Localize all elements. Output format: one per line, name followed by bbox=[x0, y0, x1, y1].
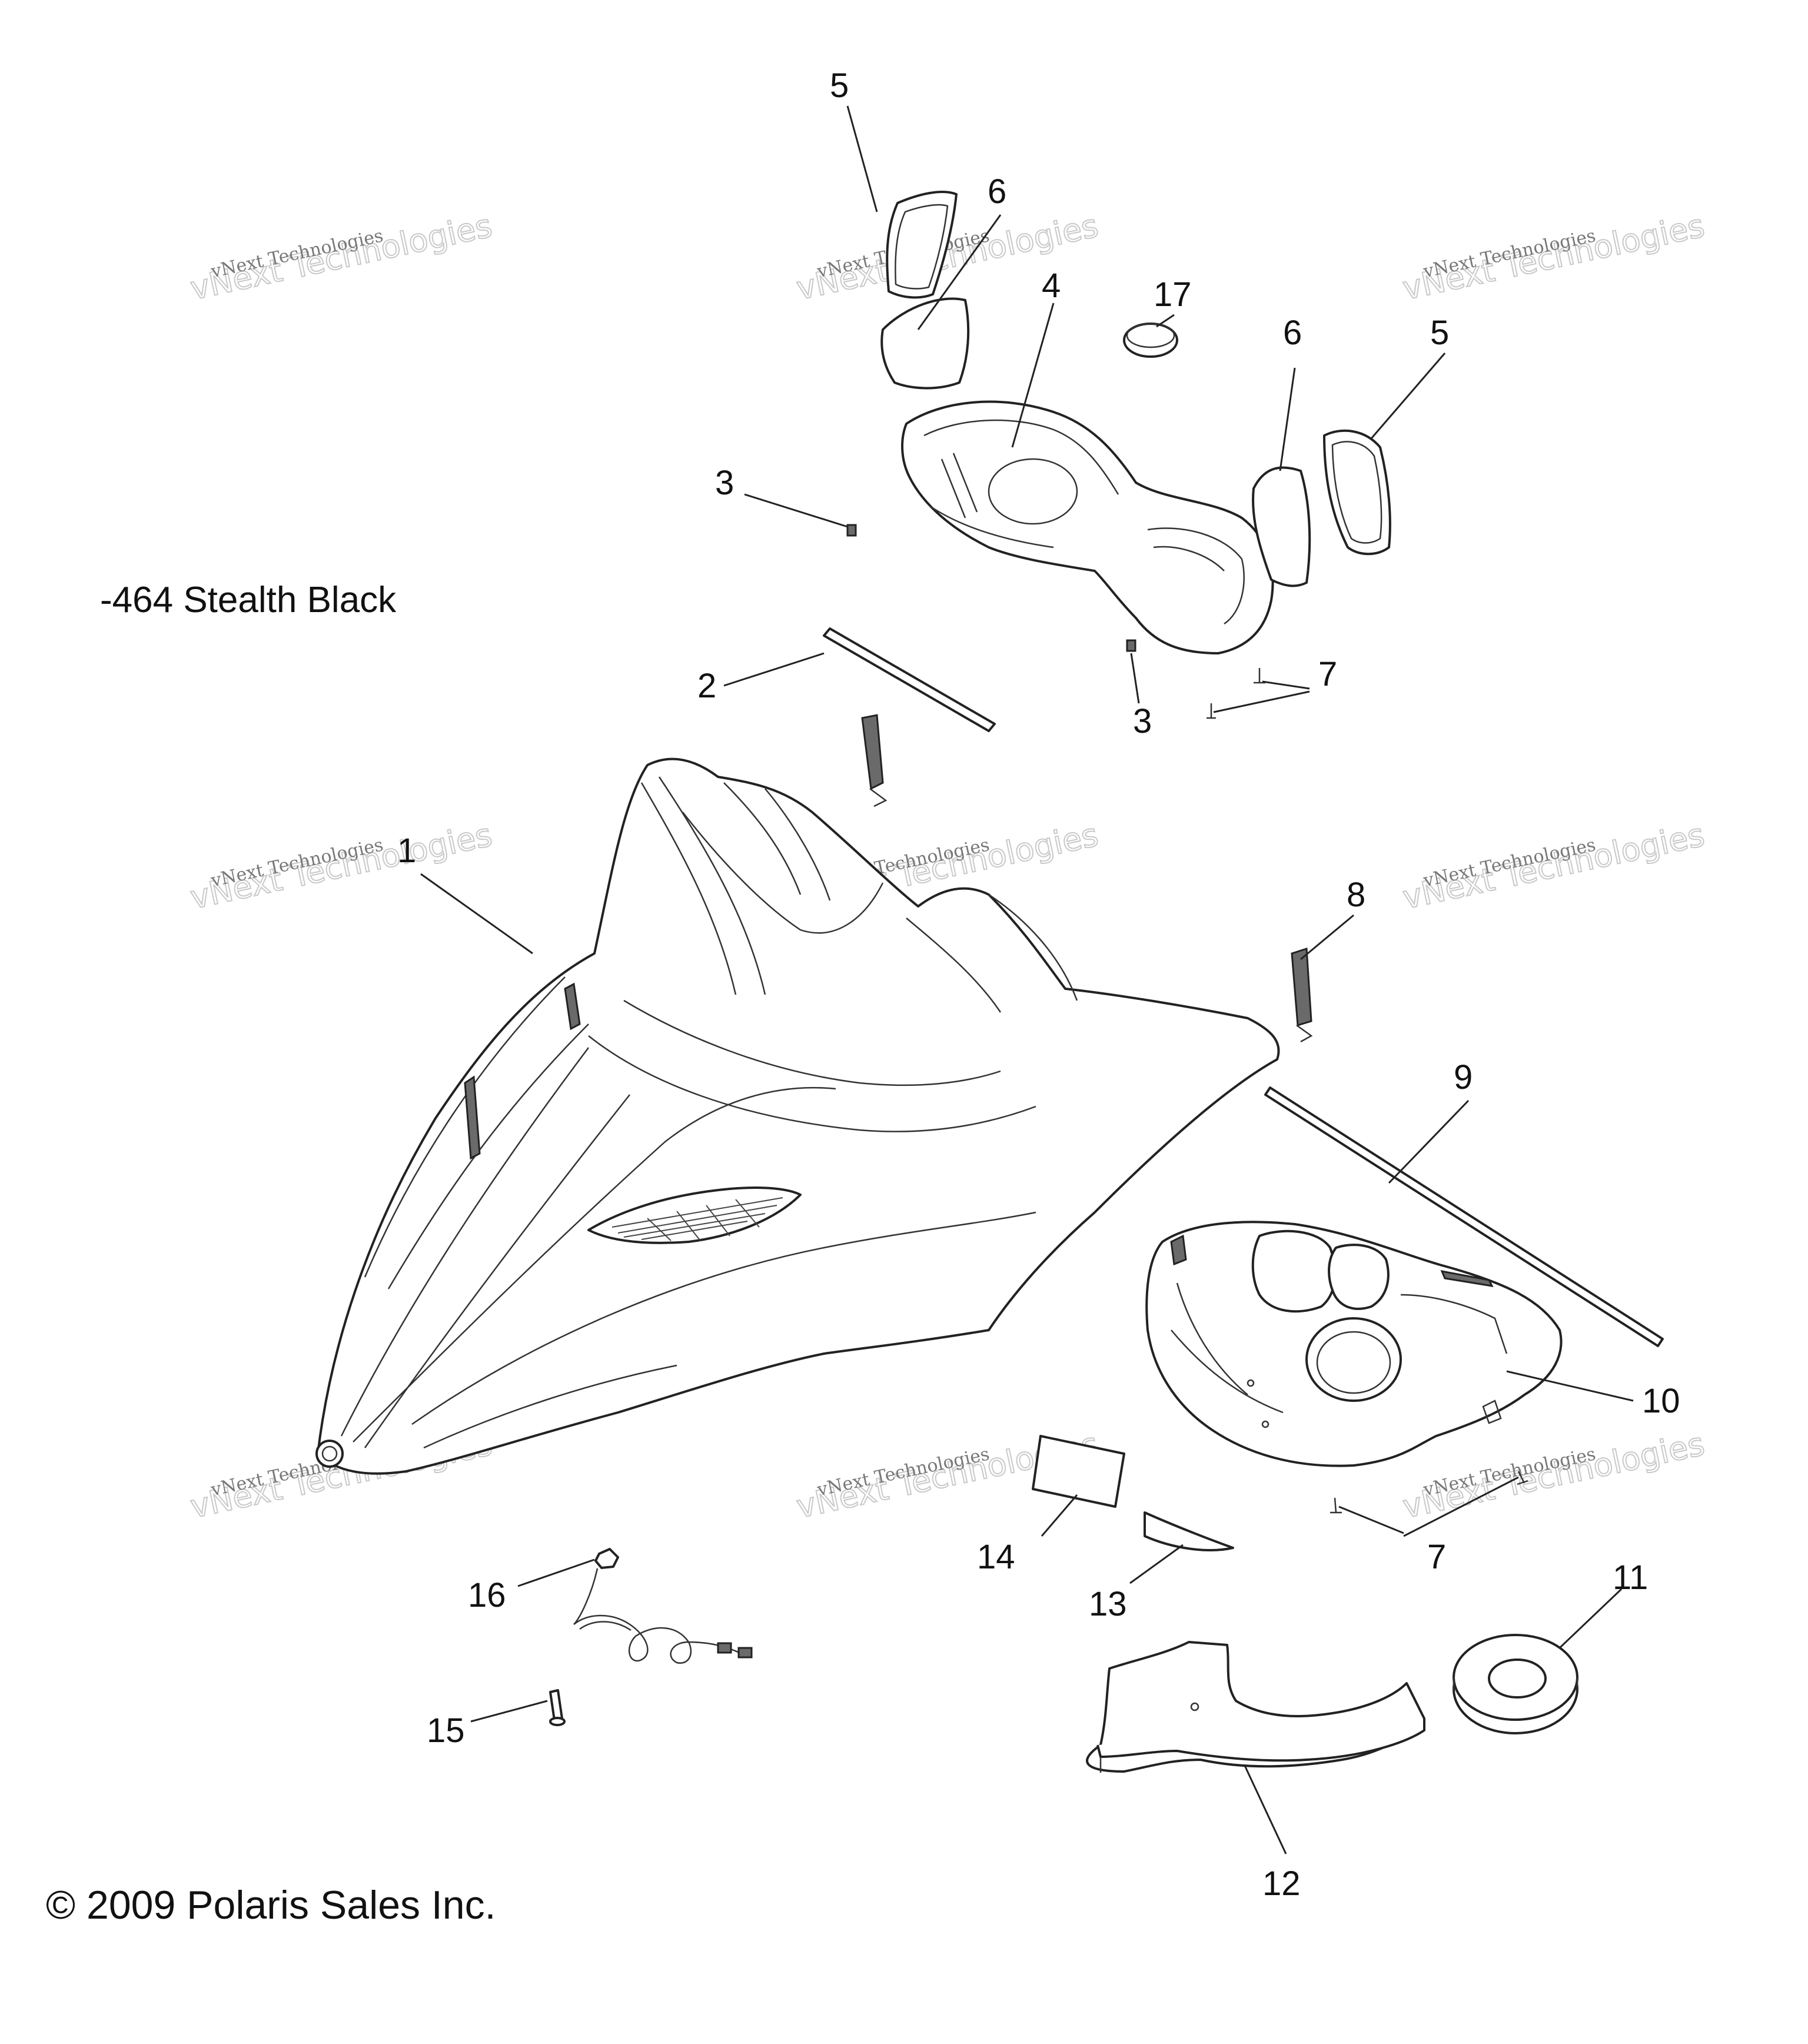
callout-5-right: 5 bbox=[1430, 314, 1449, 352]
callout-4: 4 bbox=[1042, 267, 1061, 305]
copyright-notice: © 2009 Polaris Sales Inc. bbox=[46, 1883, 496, 1927]
watermark: vNext Technologies vNext Technologies bbox=[187, 816, 496, 917]
part-2-strip bbox=[823, 627, 996, 732]
part-7-pin-d bbox=[1330, 1497, 1342, 1514]
part-1-grille-mesh bbox=[611, 1197, 783, 1241]
part-7-pin-a bbox=[1254, 668, 1265, 684]
model-color-caption: -464 Stealth Black bbox=[100, 580, 397, 620]
watermark: vNext Technologies vNext Technologies bbox=[1399, 1425, 1709, 1526]
part-4-headlight-housing bbox=[901, 400, 1274, 654]
part-16-nut bbox=[594, 1548, 619, 1569]
part-8-bracket-right bbox=[1291, 947, 1313, 1043]
callout-7-lower: 7 bbox=[1427, 1538, 1446, 1576]
callout-10: 10 bbox=[1642, 1382, 1680, 1420]
part-5-lens-frame-left bbox=[886, 190, 958, 299]
callout-3-upper: 3 bbox=[715, 464, 734, 502]
part-11-grommet bbox=[1453, 1634, 1578, 1734]
part-6-lens-right bbox=[1252, 466, 1311, 587]
part-3-clip-b bbox=[1126, 639, 1136, 652]
callout-11: 11 bbox=[1613, 1558, 1648, 1597]
watermark: vNext Technologies vNext Technologies bbox=[187, 207, 496, 308]
part-7-pin-b bbox=[1207, 703, 1216, 719]
callout-1: 1 bbox=[397, 832, 416, 870]
callout-9: 9 bbox=[1454, 1058, 1473, 1096]
callout-15: 15 bbox=[427, 1711, 465, 1750]
part-8-bracket-upper bbox=[861, 714, 888, 807]
watermark: vNext Technologies vNext Technologies bbox=[1399, 816, 1709, 917]
callout-6-right: 6 bbox=[1283, 314, 1302, 352]
part-10-tank bbox=[1145, 1221, 1563, 1467]
part-1-hood bbox=[315, 757, 1280, 1475]
part-wire-harness bbox=[573, 1568, 753, 1664]
part-1-hood-emblem bbox=[315, 1440, 344, 1468]
part-5-lens-frame-right bbox=[1323, 429, 1391, 556]
callout-16: 16 bbox=[468, 1576, 506, 1614]
part-3-clip-a bbox=[846, 524, 857, 537]
part-5-lens-frame-left-inner bbox=[895, 204, 949, 290]
part-12-heat-shield bbox=[1086, 1641, 1425, 1773]
callout-17: 17 bbox=[1154, 275, 1192, 314]
leader-lines bbox=[420, 105, 1634, 1854]
callout-5-left: 5 bbox=[830, 67, 849, 105]
callout-3-lower: 3 bbox=[1133, 702, 1152, 740]
callout-2: 2 bbox=[697, 667, 716, 705]
part-9-strip bbox=[1264, 1086, 1664, 1347]
part-6-lens-left bbox=[880, 297, 970, 390]
part-13-decal bbox=[1144, 1511, 1234, 1551]
callout-8: 8 bbox=[1347, 876, 1365, 914]
callout-14: 14 bbox=[977, 1538, 1015, 1576]
callout-12: 12 bbox=[1262, 1864, 1301, 1903]
part-14-decal bbox=[1032, 1435, 1125, 1508]
callout-6-left: 6 bbox=[988, 172, 1006, 211]
callout-labels: 5 6 4 17 6 5 3 7 2 3 1 8 9 10 14 13 7 11… bbox=[397, 67, 1680, 1903]
part-17-cap bbox=[1123, 323, 1178, 358]
part-15-screw bbox=[549, 1689, 566, 1726]
callout-13: 13 bbox=[1089, 1585, 1127, 1623]
watermark: vNext Technologies vNext Technologies bbox=[1399, 207, 1709, 308]
part-7-pin-c bbox=[1517, 1471, 1528, 1485]
callout-7-upper: 7 bbox=[1318, 655, 1337, 693]
